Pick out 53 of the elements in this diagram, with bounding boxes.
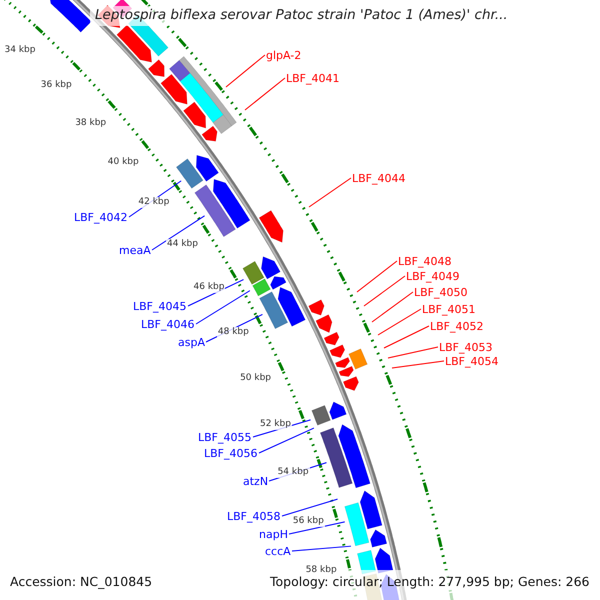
gene-label: LBF_4058 (227, 510, 280, 522)
leader-line (288, 521, 346, 534)
gene-label: LBF_4041 (286, 72, 340, 84)
leader-line (244, 78, 286, 110)
leader-line (392, 360, 444, 368)
leader-line (384, 326, 430, 348)
leader-line (258, 428, 314, 454)
scale-label: 36 kbp (40, 80, 73, 92)
gene-label: meaA (119, 244, 151, 256)
scale-label: 42 kbp (137, 197, 170, 208)
gene-label: LBF_4054 (445, 356, 498, 366)
leader-line (196, 290, 250, 324)
leader-line (356, 260, 398, 292)
leader-line (226, 54, 266, 88)
scale-label: 50 kbp (239, 372, 272, 384)
gene-label: LBF_4049 (406, 270, 460, 282)
gene-label: atzN (243, 476, 268, 486)
gene-label: LBF_4044 (352, 172, 406, 184)
gene-label: LBF_4056 (204, 448, 258, 458)
scale-label: 38 kbp (74, 118, 108, 129)
leader-line (364, 276, 406, 306)
gene-label: LBF_4048 (398, 256, 452, 266)
scale-label: 58 kbp (304, 564, 338, 576)
gene-label: LBF_4053 (439, 342, 492, 352)
scale-label: 48 kbp (216, 326, 250, 338)
leader-line (292, 546, 352, 552)
scale-label: 54 kbp (276, 467, 310, 478)
gene-label: LBF_4042 (74, 212, 128, 222)
scale-label: 44 kbp (166, 239, 199, 250)
scale-label: 40 kbp (106, 156, 140, 168)
summary-text: Topology: circular; Length: 277,995 bp; Genes: 266 (270, 576, 590, 588)
gene-label: LBF_4052 (430, 320, 484, 332)
leader-line (308, 178, 352, 208)
gene-label: cccA (265, 546, 291, 556)
scale-label: 46 kbp (192, 282, 226, 294)
leader-line (378, 308, 422, 336)
leader-line (152, 215, 206, 250)
leader-line (372, 292, 414, 322)
gene-label: glpA-2 (266, 50, 302, 60)
scale-label: 34 kbp (4, 44, 36, 56)
scale-label: 52 kbp (258, 419, 292, 430)
leader-line (188, 279, 244, 306)
leader-line (388, 346, 438, 358)
accession-text: Accession: NC_010845 (10, 576, 152, 588)
leader-line (282, 498, 338, 516)
gene-label: LBF_4055 (198, 432, 252, 442)
gene-label: LBF_4045 (133, 300, 186, 312)
gene-label: napH (259, 528, 288, 540)
gene-label: aspA (178, 336, 205, 348)
gene-label: LBF_4050 (414, 286, 468, 298)
gene-label: LBF_4046 (141, 318, 194, 330)
scale-label: 56 kbp (292, 516, 325, 527)
gene-label: LBF_4051 (422, 304, 476, 314)
